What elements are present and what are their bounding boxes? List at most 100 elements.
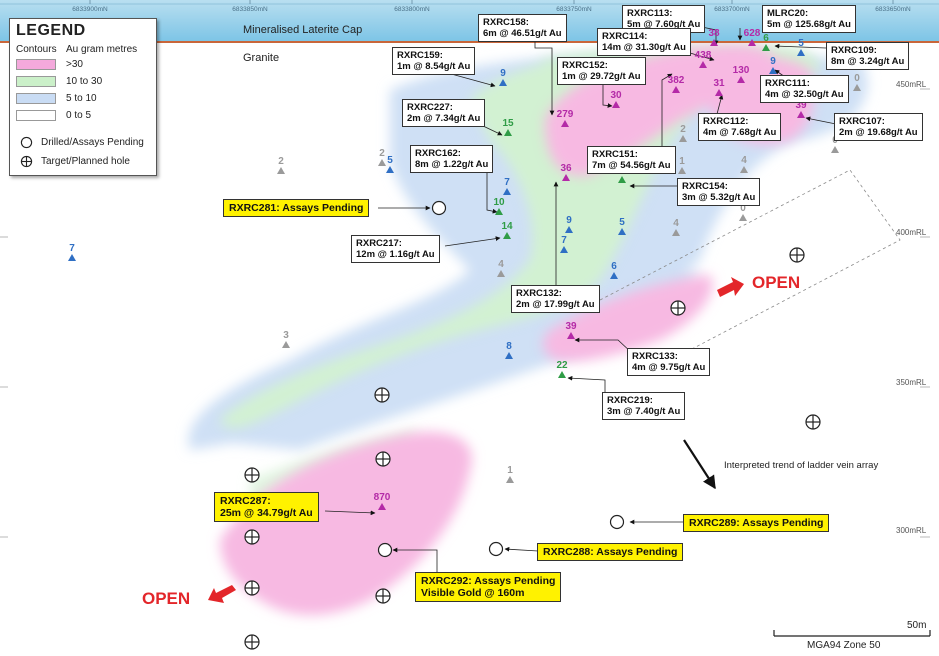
drillhole-result[interactable]: 628 xyxy=(744,28,761,46)
planned-hole-icon[interactable] xyxy=(244,634,260,650)
result-value: 5 xyxy=(387,155,393,166)
callout-rxrc154[interactable]: RXRC154:3m @ 5.32g/t Au xyxy=(677,178,761,206)
triangle-marker-icon xyxy=(378,503,386,510)
callout-rxrc162[interactable]: RXRC162:8m @ 1.22g/t Au xyxy=(410,145,494,173)
planned-hole-icon[interactable] xyxy=(375,588,391,604)
planned-hole-icon[interactable] xyxy=(375,451,391,467)
drillhole-result[interactable]: 2 xyxy=(277,156,285,174)
pending-hole-rxrc292[interactable] xyxy=(377,542,393,558)
drillhole-result[interactable]: 8 xyxy=(505,341,513,359)
triangle-marker-icon xyxy=(561,120,569,127)
planned-hole-icon[interactable] xyxy=(244,580,260,596)
drillhole-result[interactable]: 6 xyxy=(762,33,770,51)
rl-label: 300mRL xyxy=(896,526,927,535)
callout-rxrc227[interactable]: RXRC227:2m @ 7.34g/t Au xyxy=(402,99,486,127)
callout-rxrc112[interactable]: RXRC112:4m @ 7.68g/t Au xyxy=(698,113,782,141)
pending-hole-rxrc288[interactable] xyxy=(488,541,504,557)
pending-hole-rxrc281[interactable] xyxy=(431,200,447,216)
drillhole-result[interactable]: 5 xyxy=(618,217,626,235)
triangle-marker-icon xyxy=(505,352,513,359)
callout-rxrc217[interactable]: RXRC217:12m @ 1.16g/t Au xyxy=(351,235,440,263)
result-value: 6 xyxy=(611,261,617,272)
callout-rxrc109[interactable]: RXRC109:8m @ 3.24g/t Au xyxy=(826,42,910,70)
drillhole-result[interactable]: 4 xyxy=(497,259,505,277)
drillhole-result[interactable]: 0 xyxy=(853,73,861,91)
drillhole-result[interactable]: 38 xyxy=(708,28,720,46)
drillhole-result[interactable]: 30 xyxy=(610,90,622,108)
drillhole-result[interactable]: 130 xyxy=(733,65,750,83)
triangle-marker-icon xyxy=(560,246,568,253)
scale-label: 50m xyxy=(907,620,927,631)
drillhole-result[interactable]: 3 xyxy=(282,330,290,348)
drillhole-result[interactable]: 7 xyxy=(503,177,511,195)
result-value: 8 xyxy=(506,341,512,352)
callout-rxrc107[interactable]: RXRC107:2m @ 19.68g/t Au xyxy=(834,113,923,141)
drillhole-result[interactable]: 1 xyxy=(506,465,514,483)
drillhole-result[interactable]: 438 xyxy=(695,50,712,68)
drillhole-result[interactable]: 9 xyxy=(499,68,507,86)
drillhole-result[interactable]: 4 xyxy=(740,155,748,173)
result-value: 0 xyxy=(740,203,746,214)
circle-cross-icon xyxy=(20,155,33,168)
drillhole-result[interactable]: 0 xyxy=(739,203,747,221)
callout-rxrc288[interactable]: RXRC288: Assays Pending xyxy=(537,543,684,561)
result-value: 4 xyxy=(741,155,747,166)
callout-rxrc158[interactable]: RXRC158:6m @ 46.51g/t Au xyxy=(478,14,567,42)
triangle-marker-icon xyxy=(618,228,626,235)
drillhole-result[interactable]: 6 xyxy=(610,261,618,279)
drillhole-result[interactable]: 36 xyxy=(560,163,572,181)
result-value: 5 xyxy=(798,38,804,49)
callout-rxrc111[interactable]: RXRC111:4m @ 32.50g/t Au xyxy=(760,75,849,103)
callout-rxrc152[interactable]: RXRC152:1m @ 29.72g/t Au xyxy=(557,57,646,85)
drillhole-result[interactable]: 382 xyxy=(668,75,685,93)
callout-rxrc132[interactable]: RXRC132:2m @ 17.99g/t Au xyxy=(511,285,600,313)
callout-rxrc159[interactable]: RXRC159:1m @ 8.54g/t Au xyxy=(392,47,476,75)
drillhole-result[interactable]: 31 xyxy=(713,78,725,96)
callout-rxrc219[interactable]: RXRC219:3m @ 7.40g/t Au xyxy=(602,392,686,420)
drillhole-result[interactable]: 5 xyxy=(386,155,394,173)
callout-rxrc151[interactable]: RXRC151:7m @ 54.56g/t Au xyxy=(587,146,676,174)
drillhole-result[interactable]: 7 xyxy=(560,235,568,253)
drillhole-result[interactable]: 870 xyxy=(374,492,391,510)
triangle-marker-icon xyxy=(497,270,505,277)
drillhole-result[interactable]: 4 xyxy=(672,218,680,236)
callout-rxrc289[interactable]: RXRC289: Assays Pending xyxy=(683,514,830,532)
callout-rxrc281[interactable]: RXRC281: Assays Pending xyxy=(223,199,370,217)
triangle-marker-icon xyxy=(715,89,723,96)
drillhole-result[interactable]: 9 xyxy=(565,215,573,233)
drillhole-result[interactable]: 22 xyxy=(556,360,568,378)
callout-rxrc133[interactable]: RXRC133:4m @ 9.75g/t Au xyxy=(627,348,711,376)
result-value: 2 xyxy=(379,148,385,159)
planned-hole-icon[interactable] xyxy=(789,247,805,263)
drillhole-result[interactable]: 2 xyxy=(679,124,687,142)
legend-class-label: 5 to 10 xyxy=(66,93,97,104)
drillhole-result[interactable]: 10 xyxy=(493,197,505,215)
callout-rxrc287[interactable]: RXRC287:25m @ 34.79g/t Au xyxy=(214,492,319,522)
drillhole-result[interactable]: 279 xyxy=(557,109,574,127)
planned-hole-icon[interactable] xyxy=(805,414,821,430)
result-value: 2 xyxy=(278,156,284,167)
planned-hole-icon[interactable] xyxy=(244,529,260,545)
callout-mlrc20[interactable]: MLRC20:5m @ 125.68g/t Au xyxy=(762,5,856,33)
northing-label: 6833700mN xyxy=(714,6,750,13)
drillhole-result[interactable]: 14 xyxy=(501,221,513,239)
drillhole-result[interactable]: 15 xyxy=(502,118,514,136)
drillhole-result[interactable]: 39 xyxy=(795,100,807,118)
callout-rxrc114[interactable]: RXRC114:14m @ 31.30g/t Au xyxy=(597,28,691,56)
planned-hole-icon[interactable] xyxy=(670,300,686,316)
result-value: 6 xyxy=(763,33,769,44)
planned-hole-icon[interactable] xyxy=(244,467,260,483)
open-arrow-icon xyxy=(208,585,236,603)
planned-hole-icon[interactable] xyxy=(374,387,390,403)
drillhole-result[interactable]: 39 xyxy=(565,321,577,339)
pending-holes xyxy=(377,200,625,558)
pending-hole-rxrc289[interactable] xyxy=(609,514,625,530)
result-value: 39 xyxy=(565,321,577,332)
drillhole-result[interactable]: 2 xyxy=(378,148,386,166)
drillhole-result[interactable]: 5 xyxy=(797,38,805,56)
drillhole-result[interactable]: 7 xyxy=(68,243,76,261)
drillhole-result[interactable]: 9 xyxy=(769,56,777,74)
drillhole-result[interactable]: 1 xyxy=(678,156,686,174)
